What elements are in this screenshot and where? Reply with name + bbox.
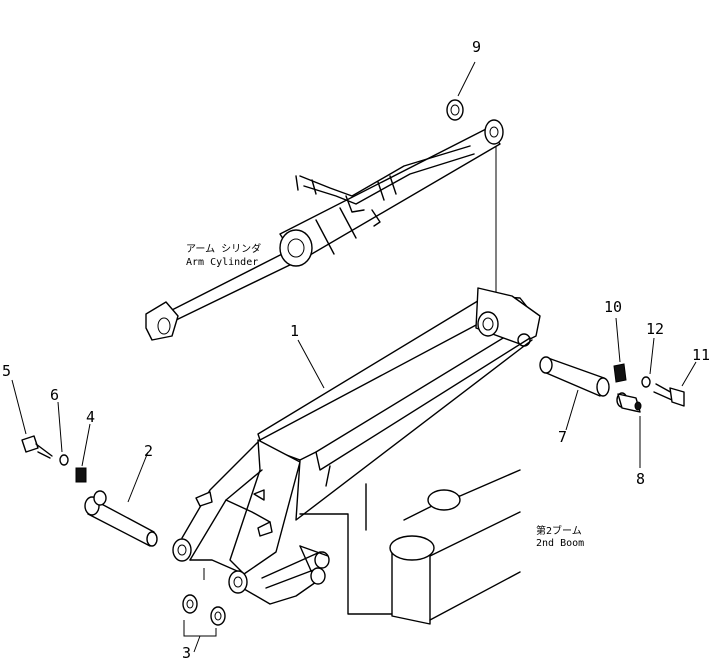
callout-9: 9 <box>472 38 481 56</box>
callout-7: 7 <box>558 428 567 446</box>
arm-cylinder <box>145 119 504 341</box>
callout-10: 10 <box>604 298 622 316</box>
callout-numbers: 1 2 3 4 5 6 7 8 9 10 11 12 <box>2 38 710 662</box>
arm-cylinder-label-jp: アーム シリンダ <box>186 242 261 255</box>
second-boom-label: 第2ブーム 2nd Boom <box>536 524 584 549</box>
callout-1: 1 <box>290 322 299 340</box>
second-boom-label-jp: 第2ブーム <box>536 524 582 537</box>
washer-9 <box>446 61 476 121</box>
callout-11: 11 <box>692 346 710 364</box>
arm-body <box>172 287 541 605</box>
second-boom <box>299 469 521 625</box>
washer-6 <box>59 454 69 466</box>
washers-3 <box>182 568 226 653</box>
bolt-5 <box>21 435 53 459</box>
callout-3: 3 <box>182 644 191 662</box>
callout-2: 2 <box>144 442 153 460</box>
arm-cylinder-label-en: Arm Cylinder <box>186 257 258 268</box>
second-boom-label-en: 2nd Boom <box>536 538 584 549</box>
bolt-11 <box>653 383 685 407</box>
callout-12: 12 <box>646 320 664 338</box>
pin-7 <box>539 356 610 397</box>
pin-2 <box>84 490 158 547</box>
plate-10 <box>613 363 627 383</box>
fitting-8 <box>616 392 642 413</box>
arm-cylinder-label: アーム シリンダ Arm Cylinder <box>186 242 261 268</box>
plate-4 <box>75 467 87 483</box>
callout-8: 8 <box>636 470 645 488</box>
leader-lines <box>11 317 697 503</box>
callout-6: 6 <box>50 386 59 404</box>
washer-12 <box>641 376 651 388</box>
callout-4: 4 <box>86 408 95 426</box>
callout-5: 5 <box>2 362 11 380</box>
